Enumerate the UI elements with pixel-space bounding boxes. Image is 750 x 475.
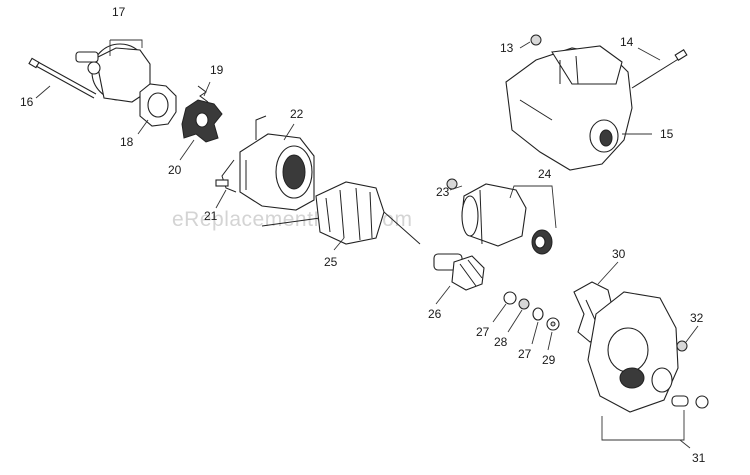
callout-27-a: 27 (476, 325, 490, 339)
callout-13: 13 (500, 41, 514, 55)
callout-26: 26 (428, 307, 442, 321)
callout-32: 32 (690, 311, 704, 325)
part-18-brush-plate-ring (139, 83, 177, 127)
callout-16: 16 (20, 95, 34, 109)
callout-18: 18 (120, 135, 134, 149)
part-20-brush-holder (181, 99, 223, 143)
part-27-28-29-washers (503, 291, 560, 331)
part-25-armature (261, 181, 421, 245)
callout-20: 20 (168, 163, 182, 177)
callout-labels: 13 14 15 16 17 18 19 20 21 22 23 24 25 2… (20, 5, 706, 465)
part-15-starter-assembly (505, 34, 633, 171)
callout-27-b: 27 (518, 347, 532, 361)
part-22-field-frame (239, 115, 315, 211)
callout-31: 31 (692, 451, 706, 465)
callout-19: 19 (210, 63, 224, 77)
callout-14: 14 (620, 35, 634, 49)
part-32-nut (676, 340, 688, 352)
part-21-lead-bracket (215, 159, 237, 193)
callout-23: 23 (436, 185, 450, 199)
part-16-through-bolt (28, 57, 97, 99)
part-26-drive-pinion (433, 253, 485, 291)
callout-24: 24 (538, 167, 552, 181)
part-19-spring (197, 85, 209, 103)
part-17-end-cover (75, 43, 151, 103)
part-14-mounting-bolt (631, 49, 688, 89)
leader-lines (35, 39, 699, 449)
callout-17: 17 (112, 5, 126, 19)
callout-22: 22 (290, 107, 304, 121)
callout-30: 30 (612, 247, 626, 261)
callout-25: 25 (324, 255, 338, 269)
callout-15: 15 (660, 127, 674, 141)
part-31-drive-housing (587, 291, 709, 413)
callout-21: 21 (204, 209, 218, 223)
callout-29: 29 (542, 353, 556, 367)
callout-28: 28 (494, 335, 508, 349)
part-24-solenoid (461, 183, 553, 255)
